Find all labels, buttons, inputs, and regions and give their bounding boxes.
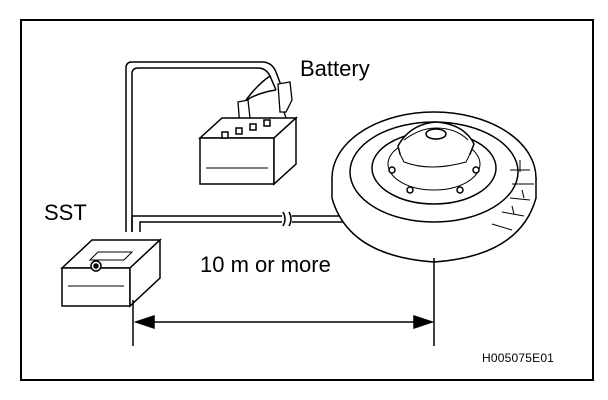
tester-box-icon [60,238,162,308]
tire-with-airbag-icon [331,111,537,263]
distance-label: 10 m or more [200,252,331,277]
car-battery-icon [198,116,298,186]
wheel-cable [131,211,348,232]
battery-label: Battery [300,56,370,81]
distance-dimension [132,258,435,346]
figure-border [20,19,594,381]
sst-label: SST [44,200,87,225]
battery-cable [125,61,283,232]
figure-code: H005075E01 [482,351,555,365]
